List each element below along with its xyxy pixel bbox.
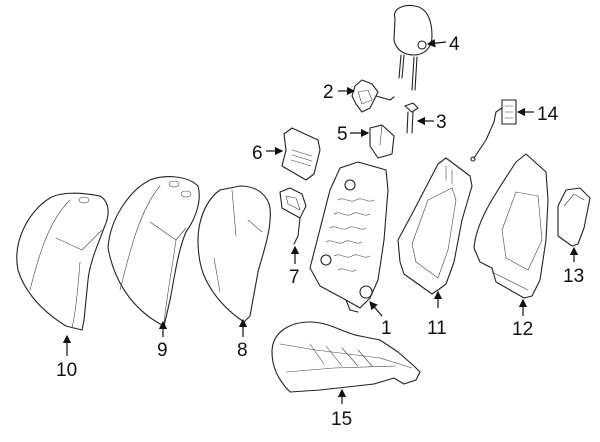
rear-trim-frame-part[interactable] xyxy=(397,157,473,295)
bracket-part[interactable] xyxy=(369,124,395,159)
callout-labels: 1 2 3 4 5 6 7 8 9 10 11 12 13 14 15 xyxy=(56,34,584,430)
lumbar-switch-part[interactable] xyxy=(470,99,517,162)
callout-1[interactable]: 1 xyxy=(381,318,392,339)
callout-10[interactable]: 10 xyxy=(56,360,77,381)
seat-back-cover-b-part[interactable] xyxy=(107,176,200,327)
headrest-part[interactable] xyxy=(393,4,433,91)
seat-back-frame-part[interactable] xyxy=(309,161,389,313)
seat-cushion-part[interactable] xyxy=(271,321,421,393)
back-panel-part[interactable] xyxy=(473,153,549,299)
callout-6[interactable]: 6 xyxy=(252,143,263,164)
headrest-latch-part[interactable] xyxy=(351,79,395,113)
callout-12[interactable]: 12 xyxy=(512,319,533,340)
seat-back-pad-part[interactable] xyxy=(197,185,271,323)
switch-cover-part[interactable] xyxy=(279,187,307,245)
callout-3[interactable]: 3 xyxy=(436,112,447,133)
callout-11[interactable]: 11 xyxy=(427,318,447,339)
back-insert-part[interactable] xyxy=(281,127,321,181)
callout-14[interactable]: 14 xyxy=(537,104,559,125)
seat-back-cover-a-part[interactable] xyxy=(16,192,109,331)
callout-15[interactable]: 15 xyxy=(331,409,352,430)
callout-7[interactable]: 7 xyxy=(289,267,300,288)
guide-sleeve-part[interactable] xyxy=(404,102,419,134)
leader-4 xyxy=(426,39,447,48)
callout-5[interactable]: 5 xyxy=(337,124,348,145)
callout-2[interactable]: 2 xyxy=(323,82,334,103)
callout-leaders xyxy=(62,39,579,404)
leader-1 xyxy=(369,301,383,317)
callout-13[interactable]: 13 xyxy=(563,266,584,287)
callout-8[interactable]: 8 xyxy=(237,340,248,361)
callout-9[interactable]: 9 xyxy=(157,340,168,361)
side-trim-part[interactable] xyxy=(557,187,591,247)
callout-4[interactable]: 4 xyxy=(449,34,460,55)
